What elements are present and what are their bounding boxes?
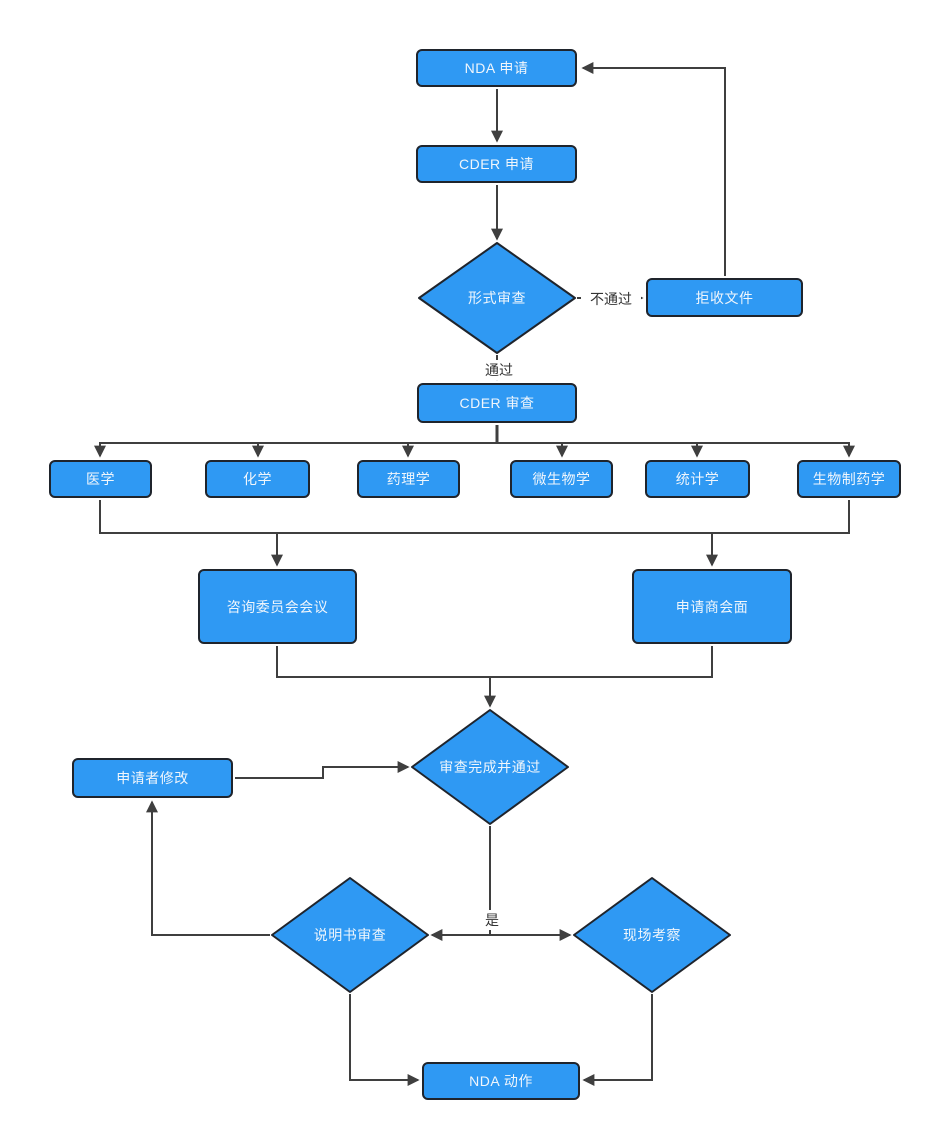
node-cder-review: CDER 审查 [417, 383, 577, 423]
node-reject-documents: 拒收文件 [646, 278, 803, 317]
node-advisory-committee-meeting: 咨询委员会会议 [198, 569, 357, 644]
node-review-complete-passed-label: 审查完成并通过 [439, 759, 541, 775]
edge-site-inspection-to-nda-action [582, 994, 653, 1086]
node-formal-review-label: 形式审查 [468, 290, 526, 306]
node-applicant-meeting: 申请商会面 [632, 569, 792, 644]
edge-label-review-to-nda-action [349, 994, 420, 1086]
node-medicine: 医学 [49, 460, 152, 498]
node-microbiology: 微生物学 [510, 460, 613, 498]
node-pharmacology: 药理学 [357, 460, 460, 498]
node-site-inspection-label: 现场考察 [623, 927, 681, 943]
node-cder-application: CDER 申请 [416, 145, 577, 183]
node-biopharmaceutics: 生物制药学 [797, 460, 901, 498]
edge-label-yes: 是 [472, 910, 512, 930]
node-chemistry: 化学 [205, 460, 310, 498]
edge-label-pass: 通过 [467, 360, 531, 380]
edge-label-fail: 不通过 [581, 289, 641, 309]
diamond-formal-review [418, 242, 576, 354]
diamond-site-inspection [573, 877, 731, 993]
diamond-review-complete-passed [411, 709, 569, 825]
edge-revision-to-review-complete [235, 761, 410, 779]
diamond-label-review [271, 877, 429, 993]
edge-label-review-to-revision [146, 800, 270, 936]
edge-reject-to-nda [581, 62, 726, 276]
node-nda-application: NDA 申请 [416, 49, 577, 87]
node-nda-action: NDA 动作 [422, 1062, 580, 1100]
node-statistics: 统计学 [645, 460, 750, 498]
node-applicant-revision: 申请者修改 [72, 758, 233, 798]
node-label-review-label: 说明书审查 [313, 927, 387, 943]
